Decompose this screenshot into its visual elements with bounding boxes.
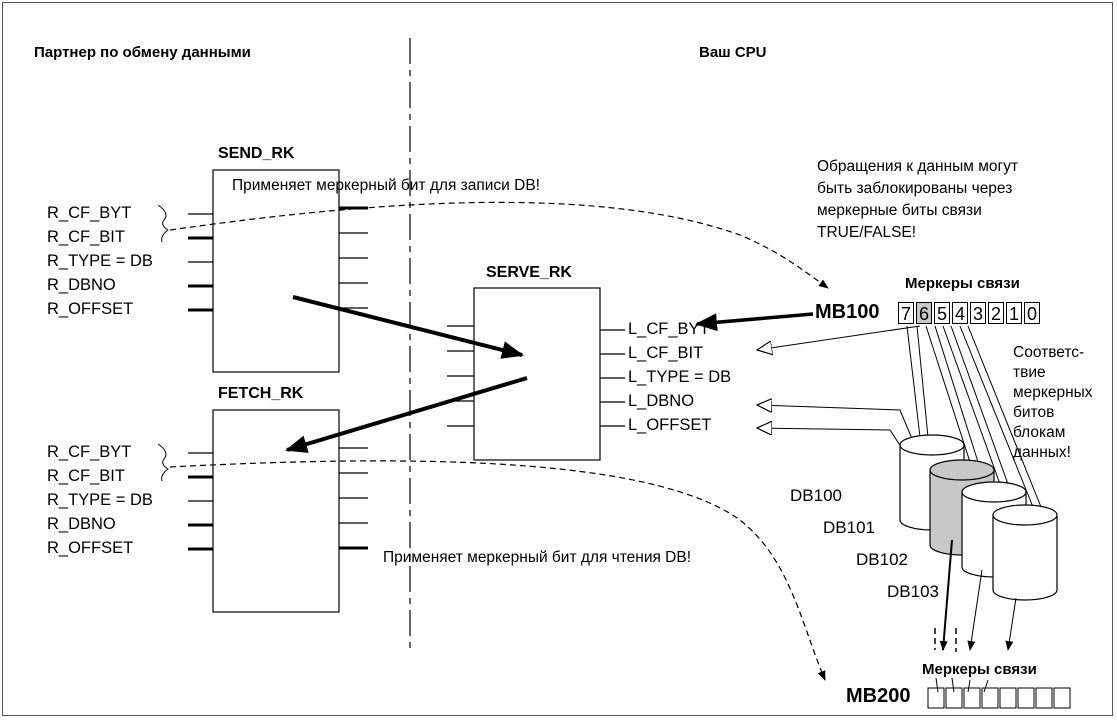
db-to-loffset-arrow (757, 428, 921, 477)
bit7-line (906, 325, 921, 438)
mb200-label: MB200 (846, 685, 911, 707)
send-pin-cf-byt: R_CF_BYT (47, 204, 132, 222)
fetch-pin-dbno: R_DBNO (47, 515, 116, 533)
bit6-line-b (934, 325, 979, 463)
mb100-bit-2: 2 (988, 302, 1004, 324)
partner-header: Партнер по обмену данными (34, 44, 251, 61)
markers-label-top: Меркеры связи (905, 275, 1020, 292)
mb200-bit-boxes (927, 687, 1071, 709)
read-flag-note: Применяет меркерный бит для чтения DB! (383, 549, 692, 566)
serve-rk-box (473, 287, 601, 461)
db-to-ldbno-arrow (757, 405, 921, 459)
mapping-note-line6: данных! (1013, 444, 1071, 461)
mapping-note-line3: меркерных (1013, 384, 1093, 401)
bit4-line-b (967, 325, 1042, 508)
bit6-line (925, 325, 971, 463)
serve-rk-title: SERVE_RK (486, 264, 572, 281)
serve-pin-offset: L_OFFSET (628, 416, 712, 434)
mb100-bit-0: 0 (1024, 302, 1040, 324)
serve-pin-cf-bit: L_CF_BIT (628, 344, 704, 362)
send-pin-offset: R_OFFSET (47, 300, 134, 318)
bit5-line (942, 325, 1001, 485)
bit6-to-lcfbit-arrow (757, 325, 921, 350)
bit4-line (959, 325, 1034, 508)
mb100-bit-4: 4 (952, 302, 968, 324)
send-to-serve-arrow (292, 295, 524, 359)
db-to-mb200-c (939, 539, 953, 651)
fetch-pin-offset: R_OFFSET (47, 539, 134, 557)
mb100-bit-1: 1 (1006, 302, 1022, 324)
bit5-line-b (950, 325, 1009, 485)
fetch-rk-box (212, 409, 340, 613)
serve-pin-type: L_TYPE = DB (628, 368, 732, 386)
bit7-line-b (916, 325, 929, 438)
blocking-note-line1: Обращения к данным могут (817, 158, 1019, 175)
mb100-bit-3: 3 (970, 302, 986, 324)
mapping-note-line1: Соответс- (1013, 344, 1085, 361)
send-rk-outputs (339, 206, 368, 309)
cpu-header: Ваш CPU (699, 44, 767, 61)
db103-label: DB103 (887, 582, 939, 601)
mb100-bit-row: 7 6 5 4 3 2 1 0 (898, 302, 1042, 324)
mapping-note-line2: твие (1013, 364, 1046, 381)
mb100-to-lcfbyt-arrow (695, 312, 814, 332)
read-flag-dashed-curve (169, 460, 826, 681)
mb100-bit-7: 7 (898, 302, 914, 324)
fetch-rk-inputs (188, 452, 213, 551)
send-pin-dbno: R_DBNO (47, 276, 116, 294)
fetch-rk-outputs (339, 447, 368, 550)
mb100-bit-6: 6 (916, 302, 932, 324)
db-to-mb200-e (1005, 597, 1017, 651)
fetch-pin-cf-bit: R_CF_BIT (47, 467, 125, 485)
db102-label: DB102 (856, 550, 908, 569)
send-rk-title: SEND_RK (218, 145, 295, 162)
mb100-label: MB100 (815, 301, 880, 323)
serve-pin-cf-byt: L_CF_BYT (628, 320, 710, 338)
mapping-note-line5: блокам (1013, 424, 1066, 441)
mb100-bit-5: 5 (934, 302, 950, 324)
serve-pin-dbno: L_DBNO (628, 392, 695, 410)
db101-label: DB101 (823, 518, 875, 537)
send-pin-cf-bit: R_CF_BIT (47, 228, 125, 246)
blocking-note-line2: быть заблокированы через (817, 180, 1013, 197)
write-flag-note: Применяет меркерный бит для записи DB! (232, 177, 540, 194)
db100-label: DB100 (790, 486, 842, 505)
db103-cylinder (992, 504, 1058, 601)
write-flag-dashed-curve (169, 201, 829, 289)
db-to-mb200-d (967, 569, 983, 651)
fetch-rk-title: FETCH_RK (218, 385, 304, 402)
fetch-brace (157, 443, 169, 482)
serve-to-fetch-arrow (285, 376, 528, 453)
send-rk-inputs (188, 213, 213, 312)
fetch-pin-cf-byt: R_CF_BYT (47, 443, 132, 461)
blocking-note-line3: меркерные биты связи (817, 202, 982, 219)
serve-rk-outputs (600, 329, 625, 427)
fetch-pin-type: R_TYPE = DB (47, 491, 153, 509)
send-rk-box (212, 169, 340, 373)
blocking-note-line4: TRUE/FALSE! (817, 224, 917, 241)
markers-label-bottom: Меркеры связи (922, 661, 1037, 678)
mapping-note-line4: битов (1013, 404, 1055, 421)
send-pin-type: R_TYPE = DB (47, 252, 153, 270)
mb200-bit-ticks (935, 677, 989, 693)
send-brace (157, 204, 169, 243)
